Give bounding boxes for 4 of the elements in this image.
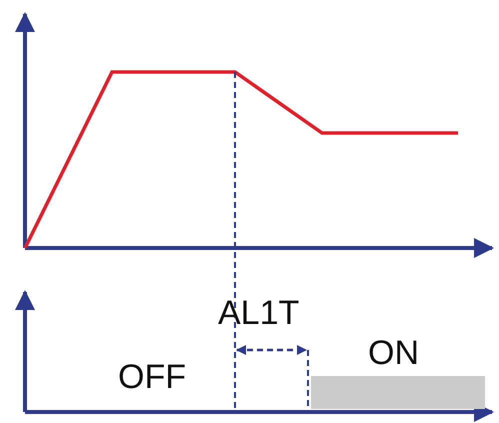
state-label: OFF <box>118 360 186 394</box>
dimension-label: AL1T <box>218 296 300 330</box>
state-label: ON <box>368 336 419 370</box>
output-bar <box>311 376 485 409</box>
